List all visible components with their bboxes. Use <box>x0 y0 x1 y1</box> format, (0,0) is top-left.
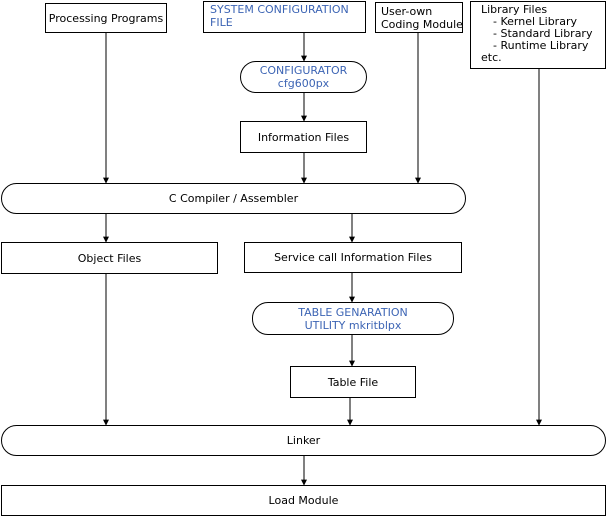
library-item-kernel: - Kernel Library <box>493 15 577 28</box>
compiler-assembler-label: C Compiler / Assembler <box>168 192 299 205</box>
linker-label: Linker <box>286 434 321 447</box>
library-item-runtime: - Runtime Library <box>493 39 589 52</box>
table-generation-line1: TABLE GENARATION <box>298 305 408 319</box>
processing-programs-label: Processing Programs <box>48 11 164 25</box>
library-item-standard: - Standard Library <box>493 27 593 40</box>
user-own-line2: Coding Module <box>381 18 463 31</box>
service-call-label: Service call Information Files <box>274 251 432 264</box>
table-file-label: Table File <box>327 375 379 389</box>
object-files-label: Object Files <box>77 251 142 265</box>
load-module-label: Load Module <box>268 494 339 507</box>
table-file-box: Table File <box>290 366 416 398</box>
object-files-box: Object Files <box>1 242 218 274</box>
information-files-box: Information Files <box>240 121 367 153</box>
user-own-line1: User-own <box>381 5 433 18</box>
library-files-title: Library Files <box>481 3 548 16</box>
system-configuration-line1: SYSTEM CONFIGURATION <box>210 3 349 16</box>
configurator-line1: CONFIGURATOR <box>259 64 348 77</box>
library-files-box: Library Files - Kernel Library - Standar… <box>470 1 606 69</box>
configurator-line2: cfg600px <box>277 77 330 90</box>
service-call-information-files-box: Service call Information Files <box>244 242 462 273</box>
load-module-box: Load Module <box>1 485 606 516</box>
library-files-more: etc. <box>481 51 502 64</box>
table-generation-line2: UTILITY mkritblpx <box>304 318 402 332</box>
linker-box: Linker <box>1 425 606 456</box>
system-configuration-line2: FILE <box>210 16 233 29</box>
compiler-assembler-box: C Compiler / Assembler <box>1 183 466 214</box>
system-configuration-file-box: SYSTEM CONFIGURATION FILE <box>203 1 366 33</box>
information-files-label: Information Files <box>257 130 350 144</box>
table-generation-utility-box: TABLE GENARATION UTILITY mkritblpx <box>252 302 454 335</box>
user-own-coding-module-box: User-own Coding Module <box>375 2 463 33</box>
configurator-box: CONFIGURATOR cfg600px <box>240 61 367 93</box>
processing-programs-box: Processing Programs <box>45 3 167 33</box>
